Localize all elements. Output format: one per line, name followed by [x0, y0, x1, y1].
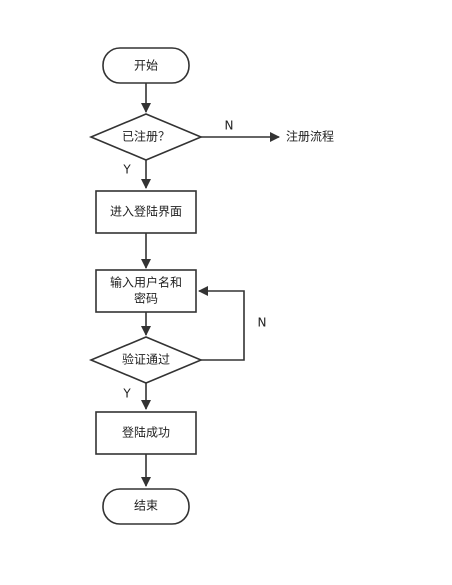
start-label: 开始	[134, 59, 158, 73]
registered-yes-label: Y	[122, 163, 131, 177]
end-label: 结束	[134, 499, 158, 513]
input-credentials-label-line1: 输入用户名和	[110, 275, 182, 290]
input-credentials-label-line2: 密码	[134, 291, 158, 306]
verify-no-label: N	[258, 316, 267, 330]
start-node: 开始	[102, 47, 190, 84]
input-credentials-node: 输入用户名和 密码	[95, 269, 197, 313]
verify-yes-label: Y	[122, 387, 131, 401]
verify-decision: 验证通过	[88, 336, 204, 384]
login-success-label: 登陆成功	[122, 425, 170, 440]
registered-decision: 已注册？	[88, 113, 204, 161]
register-flow-label: 注册流程	[286, 129, 334, 144]
registered-label: 已注册？	[122, 129, 170, 144]
end-node: 结束	[102, 488, 190, 525]
registered-no-label: N	[225, 119, 234, 133]
verify-label: 验证通过	[122, 352, 170, 367]
login-page-label: 进入登陆界面	[110, 204, 182, 219]
edge-verify-loop-back	[198, 286, 245, 361]
login-success-node: 登陆成功	[95, 411, 197, 455]
login-page-node: 进入登陆界面	[95, 190, 197, 234]
